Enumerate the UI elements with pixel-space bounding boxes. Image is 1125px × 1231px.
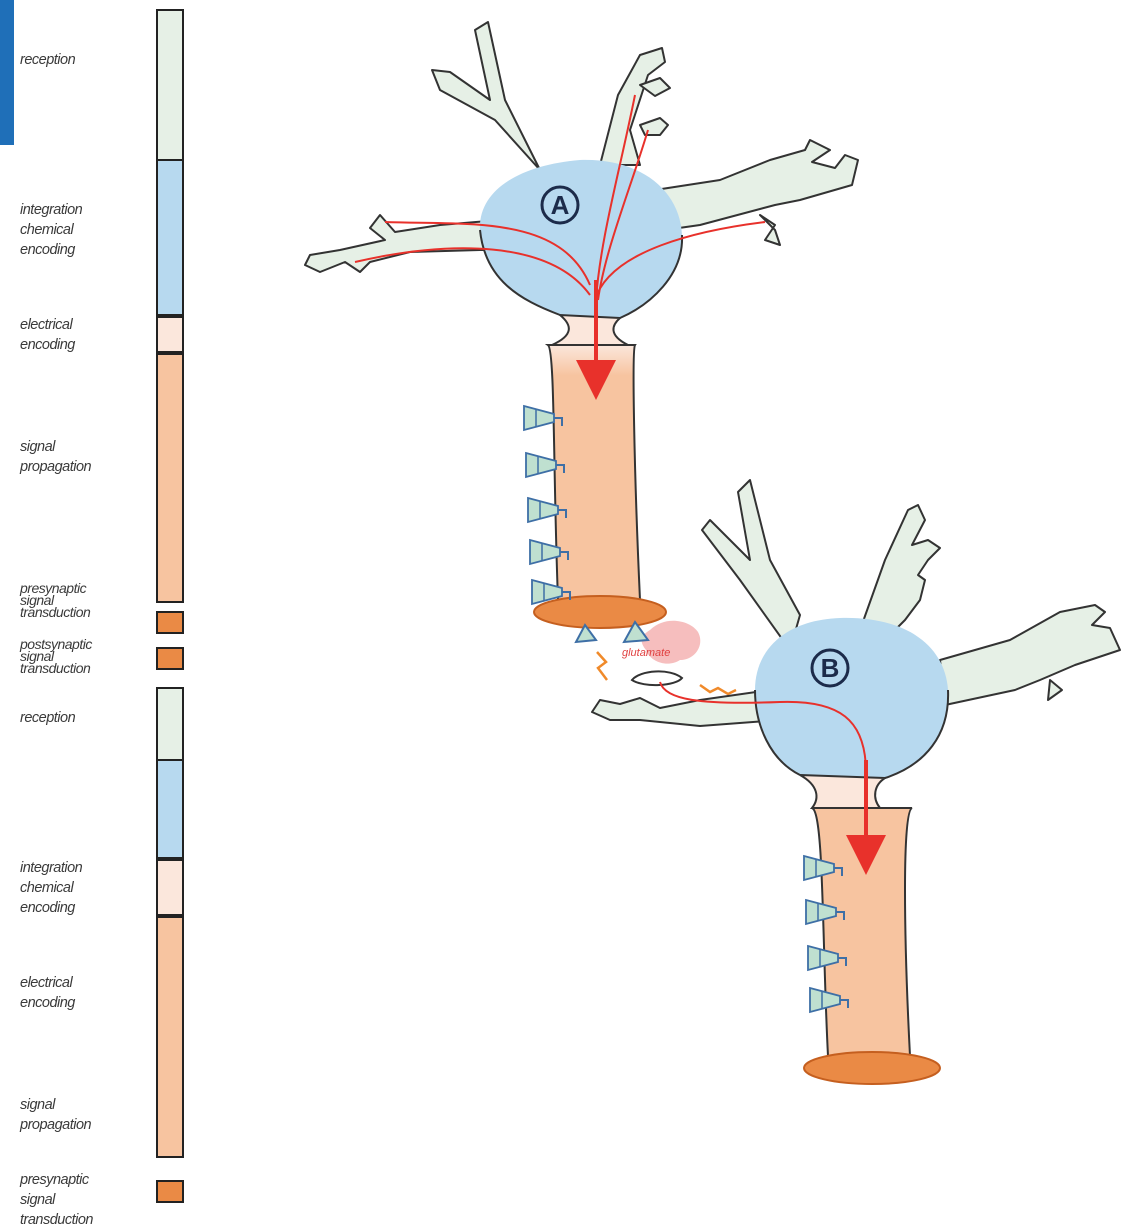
neuron-a-terminal <box>534 596 666 628</box>
stage-bar-reception-2 <box>157 688 183 760</box>
stage-bar-signal-propagation-1 <box>157 354 183 602</box>
neuron-b-axon <box>812 808 912 1056</box>
neuron-b: B <box>592 480 1120 1084</box>
neurotransmitter-label: glutamate <box>622 647 670 659</box>
neuron-a: A <box>305 22 858 628</box>
stage-bar-reception-1 <box>157 10 183 160</box>
neuron-a-label: A <box>551 190 570 220</box>
spark-icon-2 <box>700 685 736 694</box>
stage-bar-presynaptic-1 <box>157 612 183 633</box>
spark-icon <box>597 652 607 680</box>
stage-bar-electrical-encoding-1 <box>157 317 183 352</box>
stage-bar-integration-2 <box>157 760 183 858</box>
stage-bar-integration-1 <box>157 160 183 315</box>
stage-bar <box>157 10 183 1202</box>
stage-bar-electrical-encoding-2 <box>157 860 183 915</box>
neuron-a-soma <box>480 160 682 318</box>
stage-bar-presynaptic-2 <box>157 1181 183 1202</box>
neuron-b-terminal <box>804 1052 940 1084</box>
stage-bar-postsynaptic <box>157 648 183 669</box>
neuron-a-axon-hillock <box>552 315 628 345</box>
stage-bar-signal-propagation-2 <box>157 917 183 1157</box>
neuron-b-soma <box>755 618 948 778</box>
postsynaptic-density <box>632 671 682 685</box>
neuron-a-axon <box>548 345 640 600</box>
neuron-b-axon-hillock <box>800 775 885 808</box>
neuron-b-label: B <box>821 653 840 683</box>
